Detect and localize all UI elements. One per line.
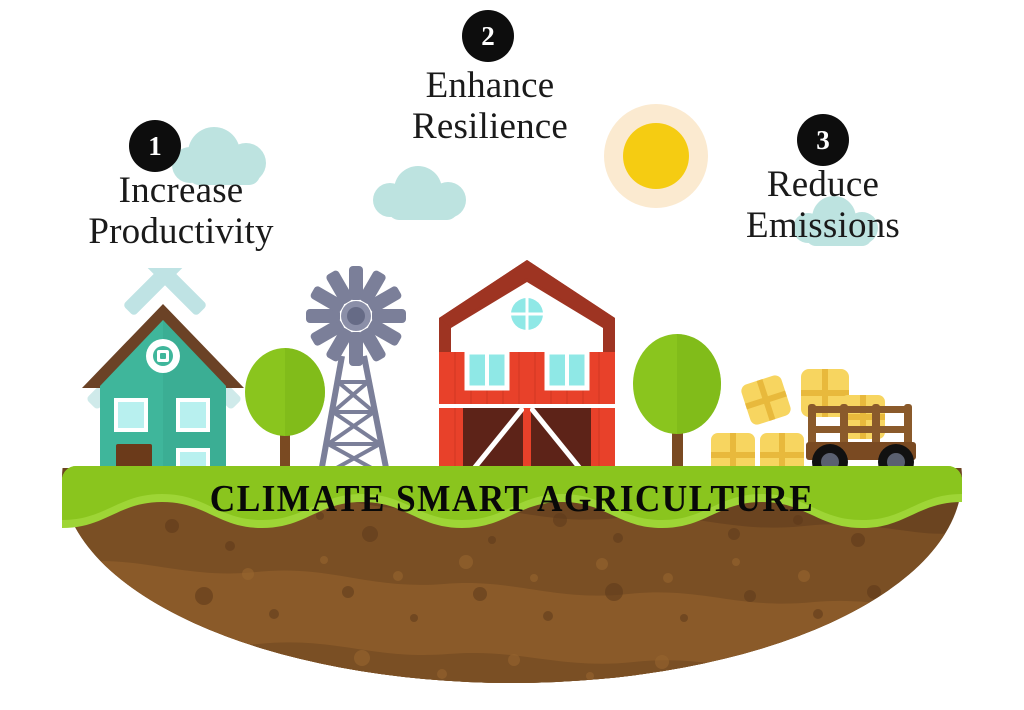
banner-title-text: CLIMATE SMART AGRICULTURE [209,478,815,520]
callout-line-1: Reduce [766,164,880,205]
cloud-icon [168,127,280,187]
badge-number-label: 1 [148,130,162,161]
sun-icon [604,104,708,208]
callout-line-1: Enhance [425,65,555,106]
cloud-icon [366,166,476,224]
callout-increase-productivity: Increase Productivity [46,170,316,253]
badge-number-3: 3 [797,114,849,166]
hay-bale-icon [738,372,794,428]
badge-number-label: 3 [816,124,830,155]
callout-line-1: Increase [118,170,244,211]
windpump-tower-icon [298,264,414,480]
banner-title: CLIMATE SMART AGRICULTURE [36,477,988,521]
callout-enhance-resilience: Enhance Resilience [355,65,625,148]
badge-number-2: 2 [462,10,514,62]
callout-reduce-emissions: Reduce Emissions [688,164,958,247]
badge-number-1: 1 [129,120,181,172]
red-barn-icon [415,256,639,484]
callout-line-2: Resilience [411,106,569,148]
grass-band [62,466,962,534]
tree-right-icon [631,334,723,480]
badge-number-label: 2 [481,20,495,51]
callout-line-2: Productivity [88,211,274,253]
callout-line-2: Emissions [746,205,900,247]
tree-left-icon [243,348,327,480]
windmill-house-icon [58,233,268,482]
cloud-icon [786,196,888,248]
